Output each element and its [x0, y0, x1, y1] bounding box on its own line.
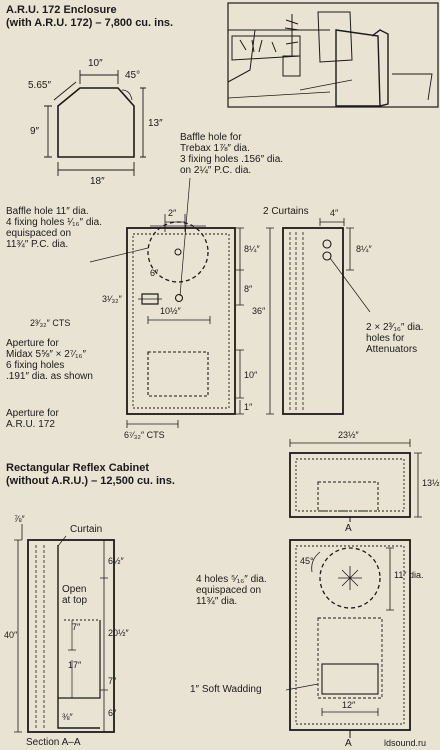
dim-6: 6″: [150, 268, 159, 278]
dim-11: 11″ dia.: [394, 570, 424, 580]
label-aru: Aperture for A.R.U. 172: [6, 408, 59, 430]
dim-4: 4″: [330, 208, 339, 218]
dim-8-side: 8¼″: [356, 244, 372, 254]
dim-7-8: ⅞″: [14, 514, 25, 524]
label-wadding: 1″ Soft Wadding: [190, 684, 262, 695]
label-curtain: Curtain: [70, 524, 103, 535]
label-section: Section A–A: [26, 737, 81, 748]
label-holes: 4 holes ⁵⁄₁₆″ dia. equispaced on 11¾″ di…: [196, 574, 267, 607]
dim-2-cts: 2³⁄₃₂″ CTS: [30, 318, 71, 328]
label-curtains: 2 Curtains: [263, 206, 309, 217]
dim-6b: 6″: [108, 708, 117, 718]
dim-3-8: ⅜″: [62, 712, 73, 722]
dim-45: 45°: [300, 556, 314, 566]
dim-width-bottom: 18″: [90, 176, 105, 187]
dim-3: 3¹⁄₃₂″: [102, 294, 122, 304]
subtitle: (with A.R.U. 172) – 7,800 cu. ins.: [6, 17, 174, 29]
dim-side-left: 9″: [30, 126, 40, 137]
label-attenuators: 2 × 2³⁄₁₆″ dia. holes for Attenuators: [366, 322, 424, 355]
dim-8: 8″: [244, 284, 253, 294]
dim-top-width: 23½″: [338, 430, 359, 440]
dim-7a: 7″: [72, 622, 81, 632]
watermark: ldsound.ru: [384, 738, 427, 748]
reflex-top-view: [289, 439, 422, 522]
reflex-title: Rectangular Reflex Cabinet: [6, 462, 150, 474]
dim-6-1-2: 6½″: [108, 556, 124, 566]
dim-side-right: 13″: [148, 118, 163, 129]
dim-7b: 7″: [108, 676, 117, 686]
reflex-front: [285, 539, 411, 738]
front-elevation: [89, 177, 274, 428]
reflex-subtitle: (without A.R.U.) – 12,500 cu. ins.: [6, 475, 175, 487]
label-trebax: Baffle hole for Trebax 1⅞″ dia. 3 fixing…: [180, 132, 284, 176]
top-plan: [44, 70, 146, 176]
dim-6-cts: 6⁷⁄₃₂″ CTS: [124, 430, 165, 440]
section-a-a: [14, 524, 115, 733]
label-midax: Aperture for Midax 5⅝″ × 2⁷⁄₁₆″ 6 fixing…: [6, 338, 93, 382]
dim-8-1-4: 8¼″: [244, 244, 260, 254]
label-baffle: Baffle hole 11″ dia. 4 fixing holes ¹⁄₁₆…: [6, 206, 102, 250]
dim-17: 17″: [68, 660, 82, 670]
title: A.R.U. 172 Enclosure: [6, 4, 117, 16]
dim-12: 12″: [342, 700, 356, 710]
dim-40: 40″: [4, 630, 18, 640]
dim-2: 2″: [168, 208, 177, 218]
dim-1: 1″: [244, 402, 253, 412]
dim-width-top: 10″: [88, 58, 103, 69]
side-elevation: [282, 218, 371, 415]
marker-a-front: A: [345, 738, 352, 749]
dim-10: 10″: [244, 370, 258, 380]
dim-corner: 5.65″: [28, 80, 52, 91]
marker-a-top: A: [345, 523, 352, 534]
dim-36: 36″: [252, 306, 266, 316]
dim-top-depth: 13½″: [422, 478, 440, 488]
dim-20-1-2: 20½″: [108, 628, 129, 638]
label-open-top: Open at top: [62, 584, 88, 606]
dim-angle: 45°: [125, 70, 141, 81]
room-illustration: [227, 2, 439, 108]
dim-10-1-2: 10½″: [160, 306, 181, 316]
